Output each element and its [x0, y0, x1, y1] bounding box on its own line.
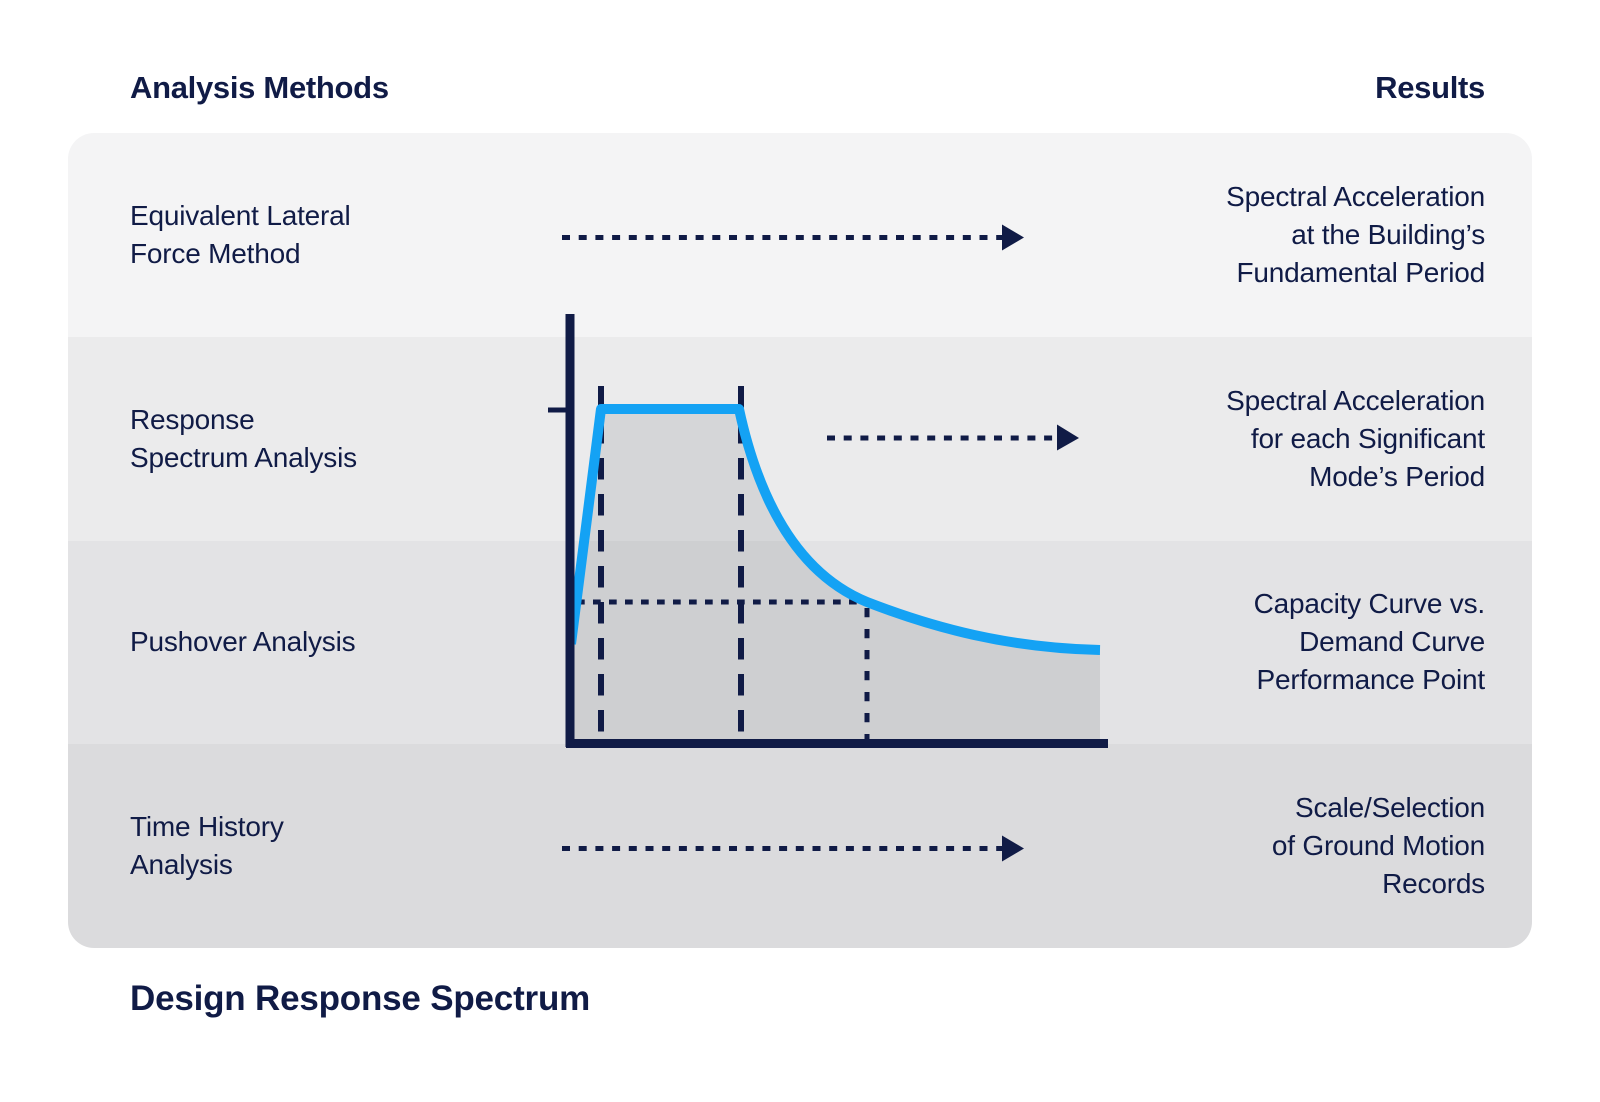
method-label-pushover: Pushover Analysis — [130, 626, 356, 658]
row-equivalent-lateral-force: Equivalent Lateral Force Method Spectral… — [68, 133, 1532, 337]
method-label-equivalent-lateral-force: Equivalent Lateral Force Method — [130, 199, 351, 269]
method-label-response-spectrum: Response Spectrum Analysis — [130, 403, 357, 473]
rows-container: Equivalent Lateral Force Method Spectral… — [68, 133, 1532, 948]
row-response-spectrum-analysis: Response Spectrum Analysis Spectral Acce… — [68, 336, 1532, 541]
row-time-history-analysis: Time History Analysis Scale/Selection of… — [68, 744, 1532, 948]
analysis-methods-heading: Analysis Methods — [130, 70, 389, 105]
results-heading: Results — [1375, 70, 1485, 105]
row-pushover-analysis: Pushover Analysis Capacity Curve vs. Dem… — [68, 540, 1532, 745]
result-label-fundamental-period: Spectral Acceleration at the Building’s … — [1226, 180, 1485, 288]
result-label-significant-modes: Spectral Acceleration for each Significa… — [1226, 384, 1485, 492]
result-label-ground-motion-records: Scale/Selection of Ground Motion Records — [1271, 792, 1485, 900]
result-label-performance-point: Capacity Curve vs. Demand Curve Performa… — [1253, 588, 1486, 696]
method-label-time-history: Time History Analysis — [130, 811, 284, 881]
chart-caption: Design Response Spectrum — [130, 979, 591, 1018]
